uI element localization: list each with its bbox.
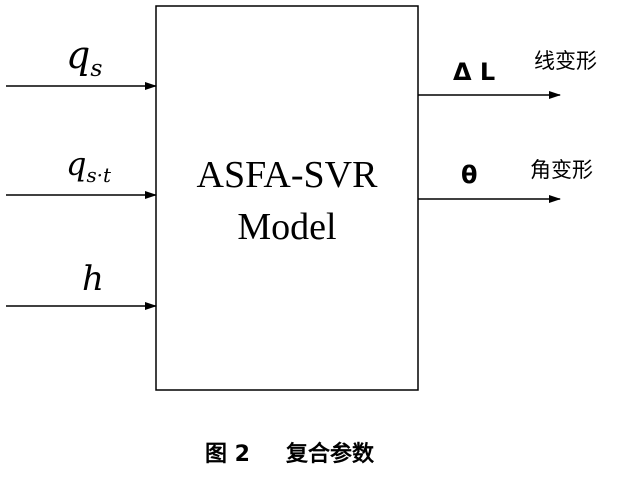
model-box [155, 5, 419, 391]
input-subscript: s [90, 54, 103, 83]
input-label-qst: qs·t [66, 148, 111, 186]
figure-title: 复合参数 [285, 442, 374, 467]
input-label-h: h [82, 262, 104, 296]
output-symbol-delta-l: Δ L [453, 58, 496, 86]
input-label-qs: qs [66, 36, 102, 81]
input-symbol: h [82, 259, 104, 299]
output-symbol-theta: θ [461, 161, 478, 189]
output-label-line-deformation: 线变形 [534, 49, 597, 73]
figure-caption: 图 2 复合参数 [205, 444, 374, 466]
model-title: ASFA-SVR [196, 154, 378, 196]
model-subtitle: Model [237, 206, 337, 248]
input-symbol: q [66, 33, 91, 77]
figure-number: 图 2 [205, 442, 250, 467]
input-symbol: q [66, 145, 87, 183]
output-label-angular-deformation: 角变形 [530, 158, 593, 182]
input-subscript: s·t [86, 163, 111, 187]
